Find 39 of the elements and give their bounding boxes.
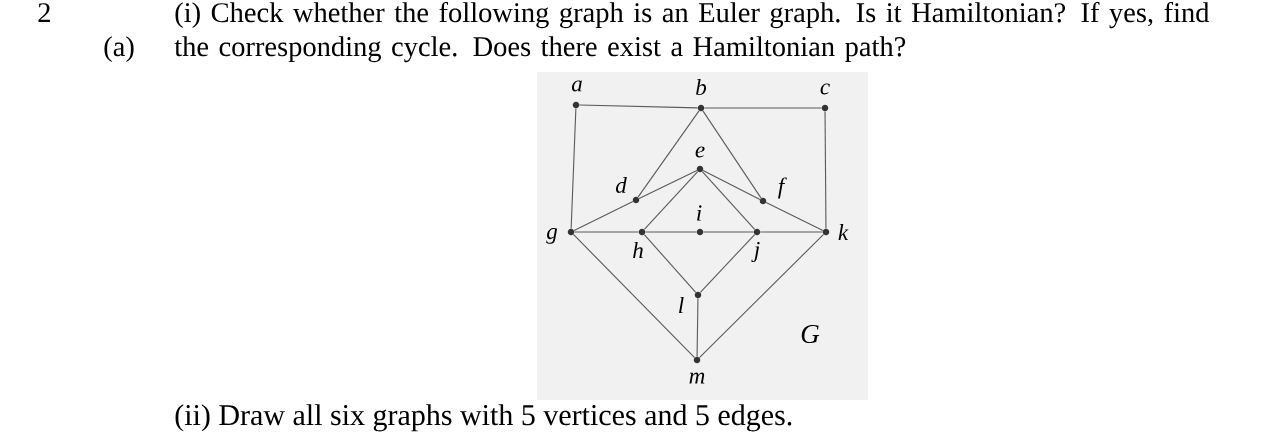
edge-line bbox=[824, 110, 827, 230]
edge-line bbox=[638, 169, 698, 200]
edge-line bbox=[643, 171, 699, 230]
edge-line bbox=[572, 233, 696, 359]
edge-line bbox=[702, 110, 762, 199]
vertex-label: d bbox=[615, 176, 627, 194]
vertex-label: g bbox=[546, 228, 558, 244]
vertex-label: a bbox=[571, 80, 582, 92]
vertex-label: f bbox=[778, 177, 787, 199]
edge-line bbox=[578, 104, 699, 109]
edge-line bbox=[698, 233, 825, 359]
edge-line bbox=[701, 171, 756, 230]
edge-line bbox=[703, 107, 823, 109]
vertex-label: i bbox=[697, 205, 702, 221]
vertex-label: l bbox=[679, 297, 684, 313]
question-number: 2 bbox=[38, 3, 50, 22]
vertex-label: c bbox=[820, 83, 830, 95]
vertex-label: e bbox=[695, 146, 705, 158]
edge-line bbox=[570, 107, 577, 230]
edge-line bbox=[643, 234, 697, 293]
vertex-label: b bbox=[696, 78, 707, 96]
edge-line bbox=[699, 233, 756, 294]
vertex-label: k bbox=[838, 224, 849, 240]
edge-line bbox=[702, 231, 755, 233]
question-text: (ii) Draw all six graphs with 5 vertices and 5 edges. bbox=[175, 404, 792, 432]
edge-line bbox=[644, 231, 698, 233]
question-text: (i) Check whether the following graph is an Euler graph. Is it Hamiltonian? If yes, find the corresponding cycle. Does there exist a Hamiltonian path? bbox=[174, 1, 1210, 63]
edge-line bbox=[759, 231, 824, 233]
graph-name: G bbox=[801, 324, 820, 344]
vertex-label: j bbox=[751, 241, 760, 263]
edge-line bbox=[696, 297, 699, 358]
vertex-label: h bbox=[633, 242, 643, 258]
edge-line bbox=[573, 231, 640, 233]
edge-line bbox=[765, 201, 824, 231]
edge-line bbox=[702, 170, 761, 200]
edge-line bbox=[573, 200, 634, 231]
vertex-label: m bbox=[689, 372, 705, 384]
part-label: (a) bbox=[104, 36, 134, 63]
edge-line bbox=[637, 110, 700, 198]
